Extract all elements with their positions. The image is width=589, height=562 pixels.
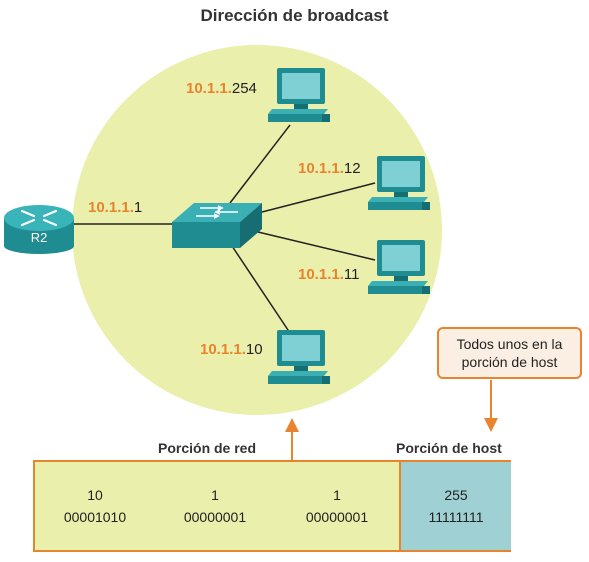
- ip-network-prefix: 10.1.1.: [298, 266, 344, 283]
- octet-2: 1 00000001: [155, 462, 275, 550]
- ip-label-12: 10.1.1.12: [298, 160, 361, 177]
- ip-label-254: 10.1.1.254: [186, 80, 257, 97]
- ip-network-prefix: 10.1.1.: [88, 199, 134, 216]
- arrows: [285, 380, 498, 462]
- ip-host-part: 10: [245, 341, 263, 358]
- octet-decimal: 10: [87, 487, 103, 503]
- host-portion-label: Porción de host: [396, 440, 502, 456]
- links: [74, 124, 376, 334]
- link-switch-pc-254: [229, 124, 291, 204]
- octet-4-host: 255 11111111: [399, 462, 511, 550]
- link-switch-pc-12: [261, 182, 376, 213]
- ip-host-part: 12: [343, 160, 361, 177]
- arrow-up-head: [285, 418, 299, 432]
- octet-1: 10 00001010: [35, 462, 155, 550]
- ip-label-10: 10.1.1.10: [200, 341, 263, 358]
- pc-icon-12: [368, 156, 430, 210]
- arrow-down-head: [484, 418, 498, 432]
- router-label: R2: [31, 230, 48, 245]
- octet-decimal: 1: [211, 487, 219, 503]
- callout-box: Todos unos en la porción de host: [437, 327, 582, 379]
- ip-host-part: 254: [231, 80, 257, 97]
- diagram-title: Dirección de broadcast: [200, 6, 389, 25]
- ip-host-part: 11: [343, 266, 360, 283]
- address-box: 10 00001010 1 00000001 1 00000001 255 11…: [33, 460, 511, 552]
- octet-binary: 00000001: [305, 509, 369, 525]
- ip-network-prefix: 10.1.1.: [200, 341, 246, 358]
- ip-host-part: 1: [133, 199, 143, 216]
- link-switch-pc-11: [257, 231, 376, 261]
- link-switch-pc-10: [231, 245, 291, 334]
- ip-network-prefix: 10.1.1.: [298, 160, 344, 177]
- network-portion-label: Porción de red: [158, 440, 257, 456]
- octet-3: 1 00000001: [275, 462, 399, 550]
- ip-network-prefix: 10.1.1.: [186, 80, 232, 97]
- callout-text: Todos unos en la porción de host: [456, 336, 563, 370]
- octet-binary: 11111111: [428, 509, 484, 525]
- octet-decimal: 1: [333, 487, 341, 503]
- octet-decimal: 255: [444, 487, 468, 503]
- router-icon: R2: [4, 205, 74, 254]
- pc-icon-254: [268, 68, 330, 122]
- pc-icon-10: [268, 330, 330, 384]
- switch-icon: [172, 203, 262, 248]
- octet-binary: 00001010: [63, 509, 127, 525]
- ip-label-11: 10.1.1.11: [298, 266, 359, 283]
- octet-binary: 00000001: [183, 509, 247, 525]
- ip-label-router: 10.1.1.1: [88, 199, 142, 216]
- pc-icon-11: [368, 240, 430, 294]
